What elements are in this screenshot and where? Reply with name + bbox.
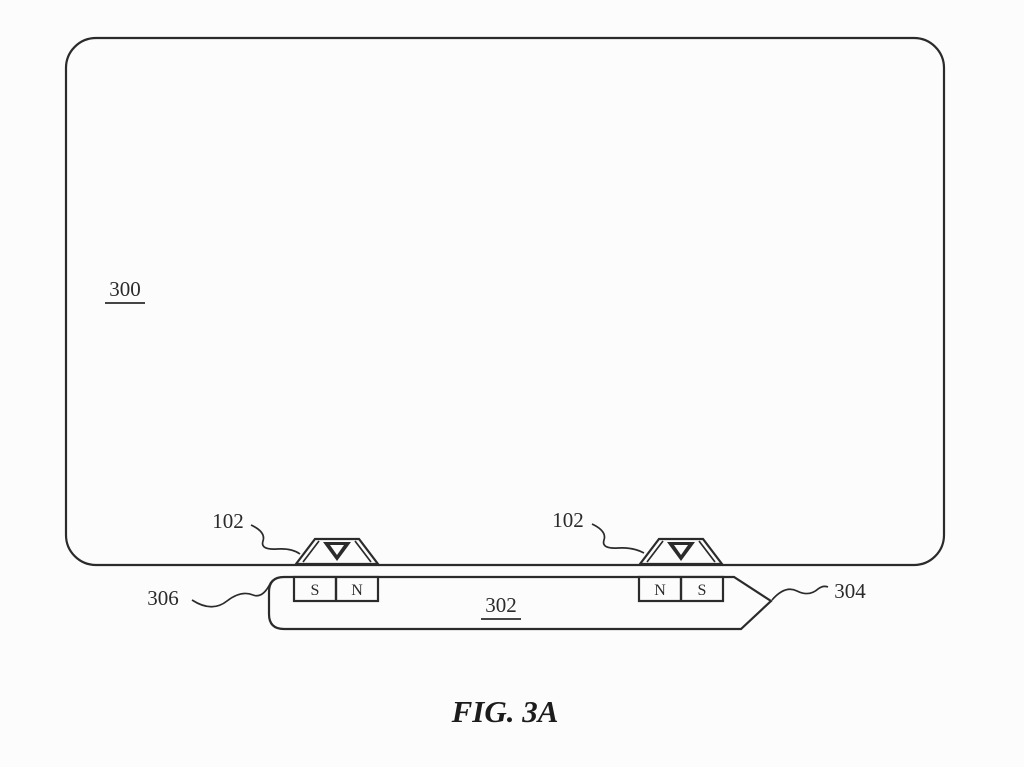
magnet-left-pole-s: S: [311, 582, 320, 599]
magnet-left: S N: [292, 575, 380, 603]
feature-left-inner-line-b: [354, 540, 372, 563]
attachment-feature-right: [637, 537, 725, 566]
stylus-end-leader-line: [191, 581, 272, 608]
magnet-right: N S: [637, 575, 725, 603]
feature-right-inner-line-a: [646, 540, 664, 563]
figure-caption: FIG. 3A: [451, 694, 559, 729]
feature-left-ref-label: 102: [212, 509, 244, 533]
feature-left-mark-inner: [330, 545, 344, 555]
device-ref-label: 300: [109, 277, 141, 301]
feature-right-leader-line: [591, 523, 645, 554]
stylus-ref-label: 302: [485, 593, 517, 617]
feature-right-mark-inner: [674, 545, 688, 555]
feature-left-inner-line-a: [302, 540, 320, 563]
magnet-left-pole-n: N: [351, 582, 363, 599]
device-outline: [64, 36, 946, 567]
attachment-feature-left: [293, 537, 381, 566]
feature-right-inner-line-b: [698, 540, 716, 563]
feature-left-leader-line: [250, 524, 301, 555]
stylus-tip-leader-line: [771, 585, 829, 601]
magnet-right-pole-n: N: [654, 582, 666, 599]
stylus-end-ref-label: 306: [147, 586, 179, 610]
feature-right-ref-label: 102: [552, 508, 584, 532]
magnet-right-pole-s: S: [698, 582, 707, 599]
stylus-tip-ref-label: 304: [834, 579, 866, 603]
